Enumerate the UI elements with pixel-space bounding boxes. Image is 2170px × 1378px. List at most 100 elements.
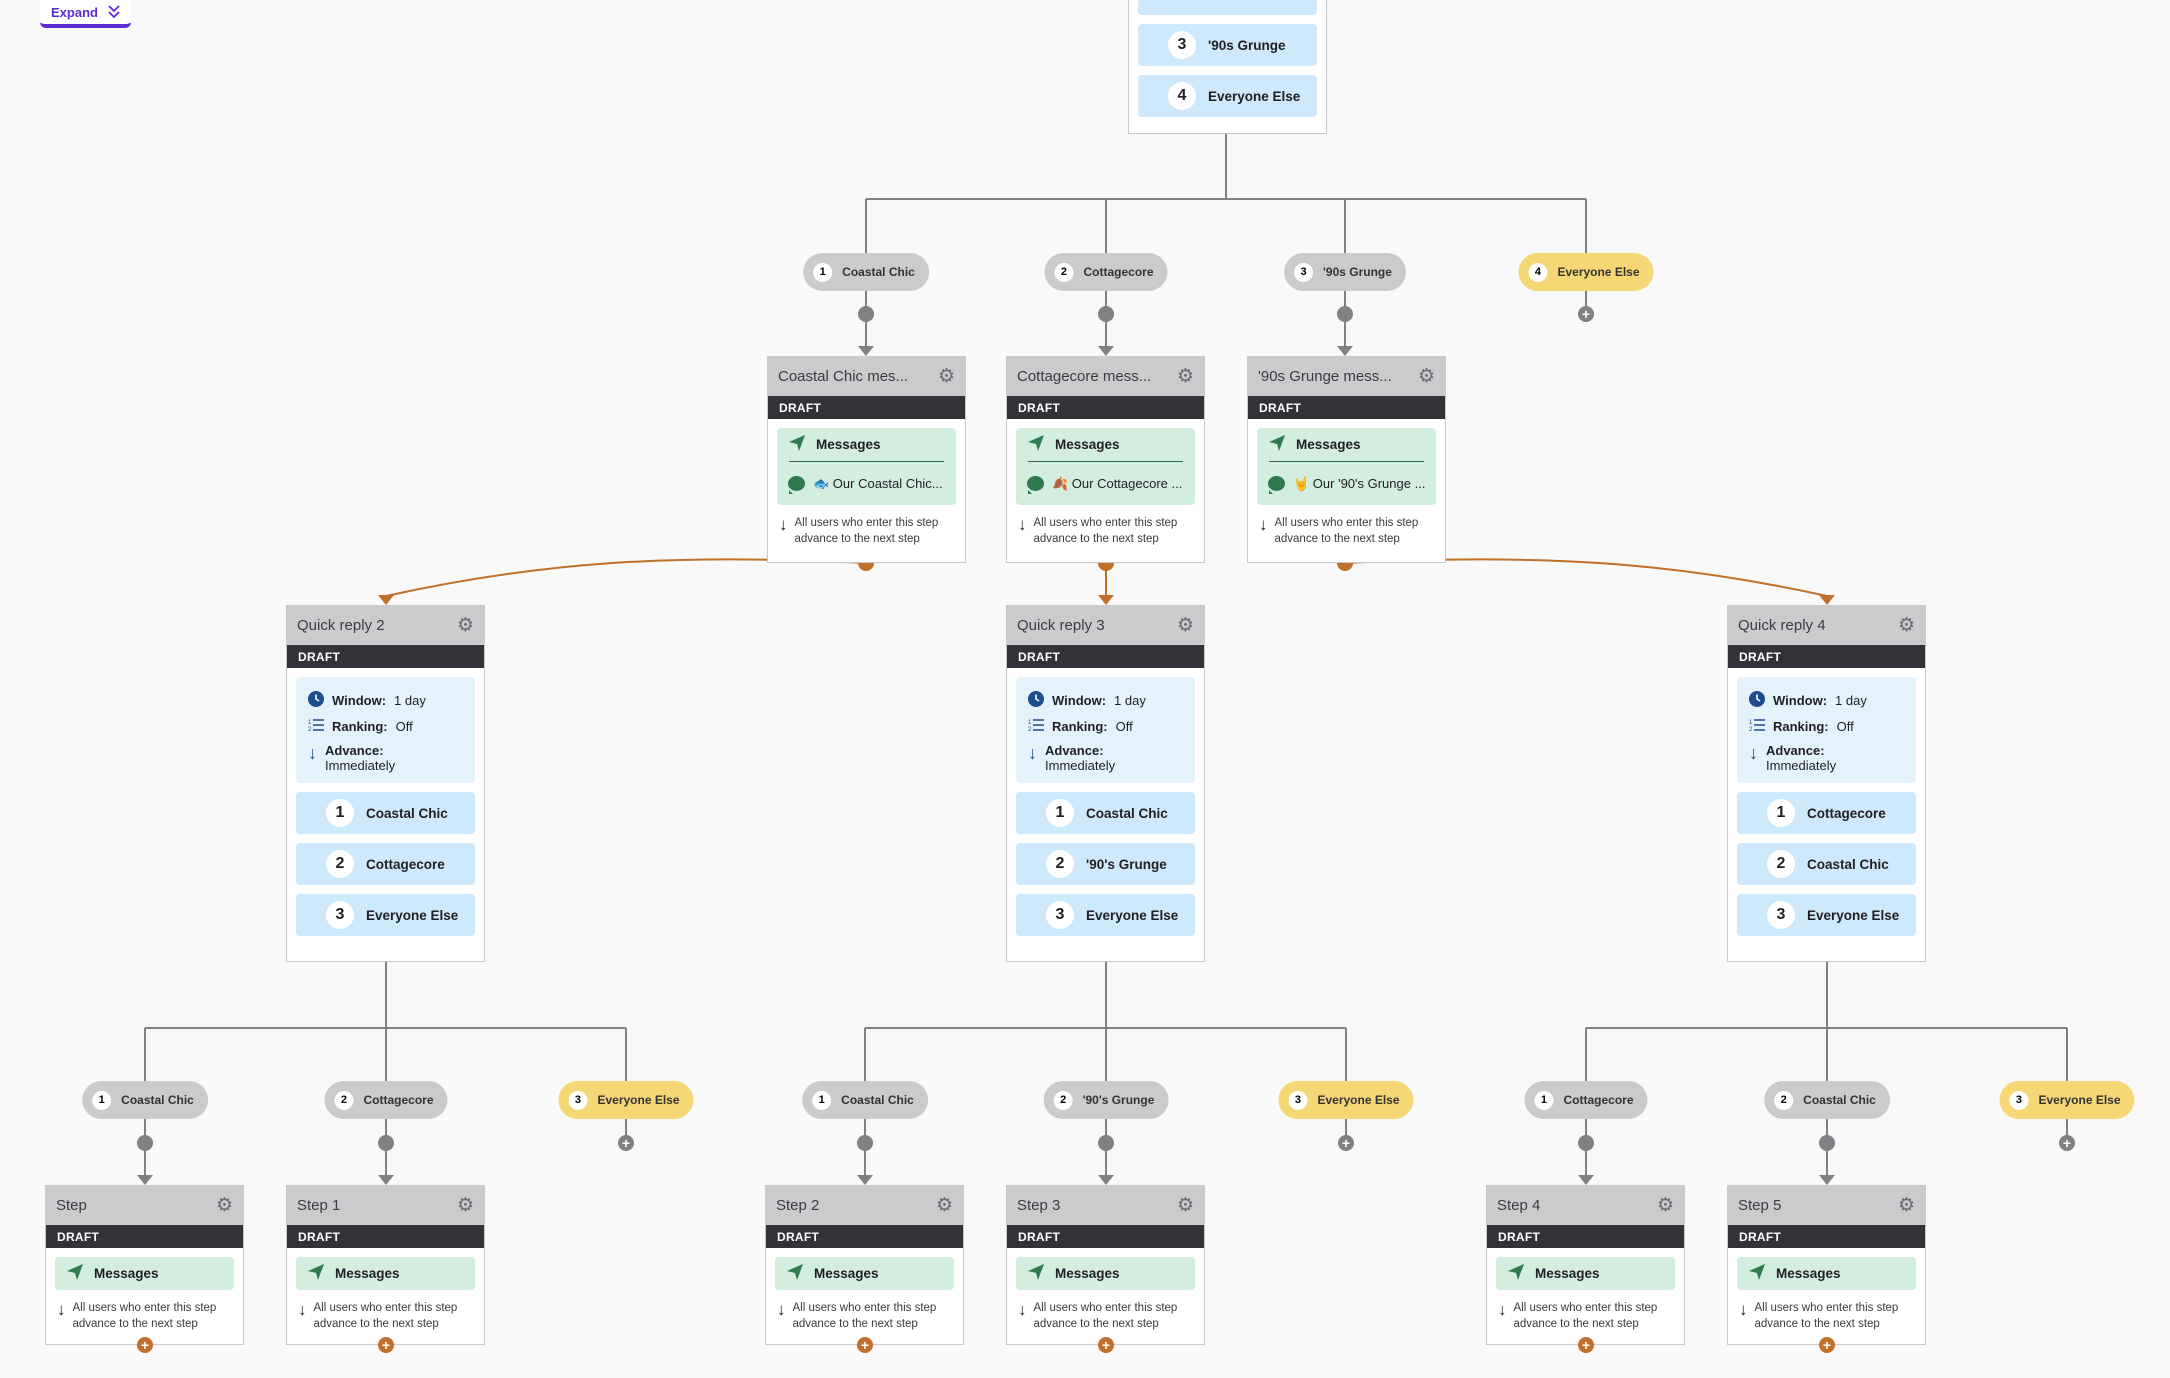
card-header[interactable]: Quick reply 2⚙ bbox=[287, 606, 484, 645]
gear-icon[interactable]: ⚙ bbox=[215, 1195, 233, 1216]
branch-number: 4 bbox=[1528, 262, 1548, 282]
card-header[interactable]: Step 5⚙ bbox=[1728, 1186, 1925, 1225]
card-header[interactable]: Step 2⚙ bbox=[766, 1186, 963, 1225]
status-badge: DRAFT bbox=[287, 645, 484, 668]
branch-pill[interactable]: 3'90s Grunge bbox=[1284, 253, 1406, 291]
gear-icon[interactable]: ⚙ bbox=[937, 366, 955, 387]
arrow-down-icon: ↓ bbox=[1498, 1300, 1507, 1319]
gear-icon[interactable]: ⚙ bbox=[1176, 1195, 1194, 1216]
card-header[interactable]: '90s Grunge mess...⚙ bbox=[1248, 357, 1445, 396]
branch-label: '90s Grunge bbox=[1323, 265, 1392, 279]
quick-reply-option-partial[interactable] bbox=[1138, 0, 1317, 15]
gear-icon[interactable]: ⚙ bbox=[1656, 1195, 1674, 1216]
svg-text:1: 1 bbox=[308, 720, 312, 726]
card-header[interactable]: Step 4 ⚙ bbox=[1487, 1186, 1684, 1225]
gear-icon[interactable]: ⚙ bbox=[1176, 366, 1194, 387]
add-step-button[interactable]: + bbox=[1338, 1135, 1354, 1151]
advance-note: ↓All users who enter this step advance t… bbox=[1007, 1290, 1204, 1332]
window-value: 1 day bbox=[1114, 693, 1146, 708]
quick-reply-option[interactable]: 2'90's Grunge bbox=[1016, 843, 1195, 885]
messages-block[interactable]: Messages🐟 Our Coastal Chic... bbox=[777, 428, 956, 505]
messages-block[interactable]: Messages bbox=[775, 1257, 954, 1290]
ranking-label: Ranking: bbox=[1052, 719, 1108, 734]
gear-icon[interactable]: ⚙ bbox=[1176, 615, 1194, 636]
message-preview[interactable]: 🐟 Our Coastal Chic... bbox=[788, 462, 945, 505]
chat-bubble-icon bbox=[788, 476, 805, 494]
message-preview[interactable]: 🍂 Our Cottagecore ... bbox=[1027, 462, 1184, 505]
option-label: '90s Grunge bbox=[1208, 37, 1286, 53]
card-header[interactable]: Step⚙ bbox=[46, 1186, 243, 1225]
gear-icon[interactable]: ⚙ bbox=[1897, 1195, 1915, 1216]
branch-number: 2 bbox=[1774, 1090, 1794, 1110]
advance-note: ↓All users who enter this step advance t… bbox=[1487, 1290, 1684, 1332]
add-next-step-button[interactable]: + bbox=[1819, 1337, 1835, 1353]
messages-block[interactable]: Messages bbox=[55, 1257, 234, 1290]
messages-block[interactable]: Messages bbox=[1737, 1257, 1916, 1290]
add-step-button[interactable]: + bbox=[618, 1135, 634, 1151]
advance-value: Immediately bbox=[325, 758, 396, 773]
card-header[interactable]: Quick reply 4⚙ bbox=[1728, 606, 1925, 645]
messages-block[interactable]: Messages bbox=[296, 1257, 475, 1290]
card-header[interactable]: Step 3 ⚙ bbox=[1007, 1186, 1204, 1225]
add-next-step-button[interactable]: + bbox=[857, 1337, 873, 1353]
window-row: Window: 1 day bbox=[1028, 691, 1183, 710]
card-header[interactable]: Cottagecore mess...⚙ bbox=[1007, 357, 1204, 396]
message-preview[interactable]: 🤘 Our '90's Grunge ... bbox=[1268, 462, 1425, 505]
card-title: Step 4 bbox=[1497, 1197, 1541, 1214]
card-header[interactable]: Quick reply 3⚙ bbox=[1007, 606, 1204, 645]
status-badge: DRAFT bbox=[1248, 396, 1445, 419]
arrow-head bbox=[1098, 1175, 1114, 1185]
branch-pill[interactable]: 4 Everyone Else bbox=[1518, 253, 1654, 291]
gear-icon[interactable]: ⚙ bbox=[1417, 366, 1435, 387]
card-header[interactable]: Coastal Chic mes...⚙ bbox=[768, 357, 965, 396]
gear-icon[interactable]: ⚙ bbox=[456, 1195, 474, 1216]
expand-button[interactable]: Expand bbox=[40, 0, 131, 28]
window-row: Window:1 day bbox=[1749, 691, 1904, 710]
add-next-step-button[interactable]: + bbox=[1578, 1337, 1594, 1353]
gear-icon[interactable]: ⚙ bbox=[1897, 615, 1915, 636]
window-label: Window: bbox=[1052, 693, 1107, 708]
status-badge: DRAFT bbox=[1007, 645, 1204, 668]
branch-label: Everyone Else bbox=[1557, 265, 1640, 279]
messages-block[interactable]: Messages🤘 Our '90's Grunge ... bbox=[1257, 428, 1436, 505]
messages-block[interactable]: Messages bbox=[1016, 1257, 1195, 1290]
gear-icon[interactable]: ⚙ bbox=[456, 615, 474, 636]
branch-pill[interactable]: 2'90's Grunge bbox=[1043, 1081, 1169, 1119]
add-step-button[interactable]: + bbox=[2059, 1135, 2075, 1151]
add-step-button[interactable]: + bbox=[1578, 306, 1594, 322]
add-next-step-button[interactable]: + bbox=[1098, 1337, 1114, 1353]
messages-block[interactable]: Messages bbox=[1496, 1257, 1675, 1290]
quick-reply-option[interactable]: 3'90s Grunge bbox=[1138, 24, 1317, 66]
card-header[interactable]: Step 1 ⚙ bbox=[287, 1186, 484, 1225]
add-next-step-button[interactable]: + bbox=[137, 1337, 153, 1353]
gear-icon[interactable]: ⚙ bbox=[935, 1195, 953, 1216]
messages-block[interactable]: Messages🍂 Our Cottagecore ... bbox=[1016, 428, 1195, 505]
arrow-down-icon: ↓ bbox=[1749, 743, 1758, 763]
option-label: Coastal Chic bbox=[1086, 805, 1168, 821]
add-next-step-button[interactable]: + bbox=[378, 1337, 394, 1353]
card-title: Step 1 bbox=[297, 1197, 341, 1214]
card-title: Step 3 bbox=[1017, 1197, 1061, 1214]
